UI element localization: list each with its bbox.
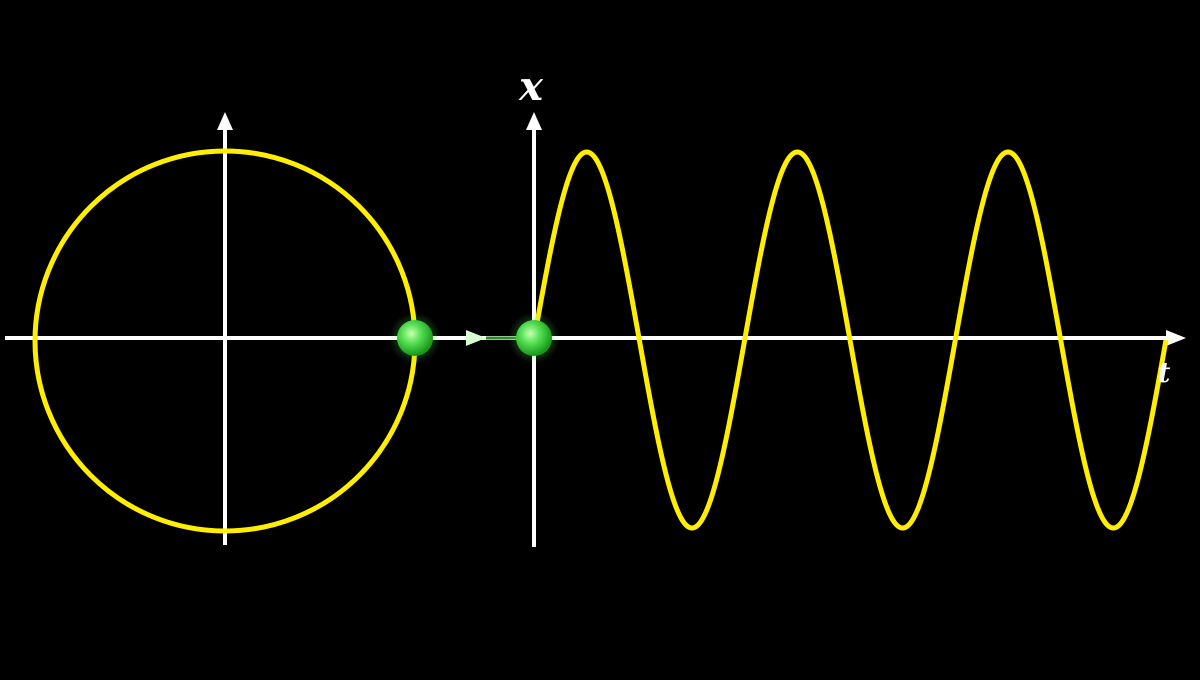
projection-arrow-head xyxy=(466,330,486,346)
circle-marker-ball xyxy=(397,320,433,356)
wave-marker-ball xyxy=(516,320,552,356)
wave-plot: x t xyxy=(518,63,1186,547)
wave-vertical-arrowhead xyxy=(526,112,542,130)
circle-vertical-arrowhead xyxy=(217,112,233,130)
projection-arrow xyxy=(430,330,516,346)
sine-curve xyxy=(531,149,1169,531)
wave-vertical-axis-label: x xyxy=(518,63,544,110)
wave-time-arrowhead xyxy=(1166,330,1186,346)
wave-marker xyxy=(508,312,560,364)
circle-plot xyxy=(5,112,520,545)
circle-marker xyxy=(389,312,441,364)
wave-time-axis-label: t xyxy=(1158,356,1171,389)
